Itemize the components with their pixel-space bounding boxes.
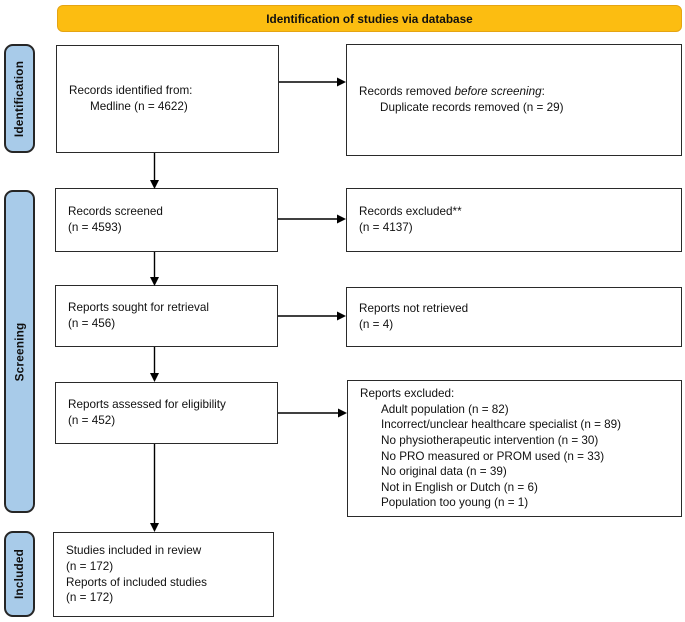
records-identified-line2: Medline (n = 4622) (90, 100, 188, 113)
reports-excluded-title: Reports excluded: (360, 387, 455, 401)
arrow-identified-to-removed (279, 77, 346, 87)
reports-sought-line1: Reports sought for retrieval (68, 301, 209, 315)
reports-excluded-item: Adult population (n = 82) (381, 402, 509, 416)
side-label-identification-text: Identification (12, 60, 27, 137)
reports-excluded-item: No PRO measured or PROM used (n = 33) (381, 449, 605, 463)
side-label-included: Included (4, 531, 35, 617)
arrow-sought-to-not-retrieved (278, 311, 346, 321)
reports-excluded-item: No original data (n = 39) (381, 465, 507, 479)
banner-title: Identification of studies via database (266, 11, 473, 26)
records-removed-line1: Records removed before screening: (359, 84, 673, 100)
reports-excluded-item: No physiotherapeutic intervention (n = 3… (381, 433, 599, 447)
box-reports-sought: Reports sought for retrieval (n = 456) (55, 285, 278, 347)
arrow-sought-to-assessed (150, 347, 159, 382)
arrow-identified-to-screened (150, 153, 159, 189)
records-removed-italic: before screening (454, 85, 542, 99)
records-screened-line1: Records screened (68, 205, 163, 219)
reports-assessed-line1: Reports assessed for eligibility (68, 398, 226, 412)
side-label-included-text: Included (12, 548, 27, 600)
records-excluded-line2: (n = 4137) (359, 221, 413, 234)
records-removed-prefix: Records removed (359, 85, 455, 99)
box-records-screened: Records screened (n = 4593) (55, 188, 278, 252)
reports-not-retrieved-line2: (n = 4) (359, 318, 394, 331)
side-label-identification: Identification (4, 44, 35, 153)
box-reports-excluded-reasons: Reports excluded: Adult population (n = … (347, 380, 682, 517)
box-reports-assessed: Reports assessed for eligibility (n = 45… (55, 382, 278, 444)
reports-excluded-item: Population too young (n = 1) (381, 496, 529, 510)
box-records-identified: Records identified from: Medline (n = 46… (56, 45, 279, 153)
side-label-screening-text: Screening (12, 322, 27, 381)
studies-included-line1: Studies included in review (66, 544, 202, 558)
arrow-screened-to-excluded (278, 214, 346, 224)
arrow-assessed-to-included (150, 444, 159, 532)
reports-excluded-item: Not in English or Dutch (n = 6) (381, 480, 538, 494)
studies-included-line2: (n = 172) (66, 559, 114, 573)
studies-included-line3: Reports of included studies (66, 575, 207, 589)
records-screened-line2: (n = 4593) (68, 221, 122, 234)
reports-not-retrieved-line1: Reports not retrieved (359, 302, 469, 316)
box-studies-included: Studies included in review (n = 172) Rep… (53, 532, 274, 617)
box-records-excluded: Records excluded** (n = 4137) (346, 188, 682, 252)
side-label-screening: Screening (4, 190, 35, 513)
banner-identification-via-database: Identification of studies via database (57, 5, 682, 32)
reports-excluded-item: Incorrect/unclear healthcare specialist … (381, 418, 622, 432)
records-excluded-line1: Records excluded** (359, 205, 462, 219)
studies-included-line4: (n = 172) (66, 591, 114, 605)
arrow-screened-to-sought (150, 252, 159, 286)
box-records-removed: Records removed before screening: Duplic… (346, 44, 682, 156)
box-reports-not-retrieved: Reports not retrieved (n = 4) (346, 287, 682, 347)
records-removed-suffix: : (541, 85, 545, 99)
records-removed-line2: Duplicate records removed (n = 29) (380, 101, 564, 114)
reports-sought-line2: (n = 456) (68, 317, 116, 330)
reports-assessed-line2: (n = 452) (68, 414, 116, 427)
records-identified-line1: Records identified from: (69, 84, 193, 98)
arrow-assessed-to-excluded-reasons (278, 408, 347, 418)
